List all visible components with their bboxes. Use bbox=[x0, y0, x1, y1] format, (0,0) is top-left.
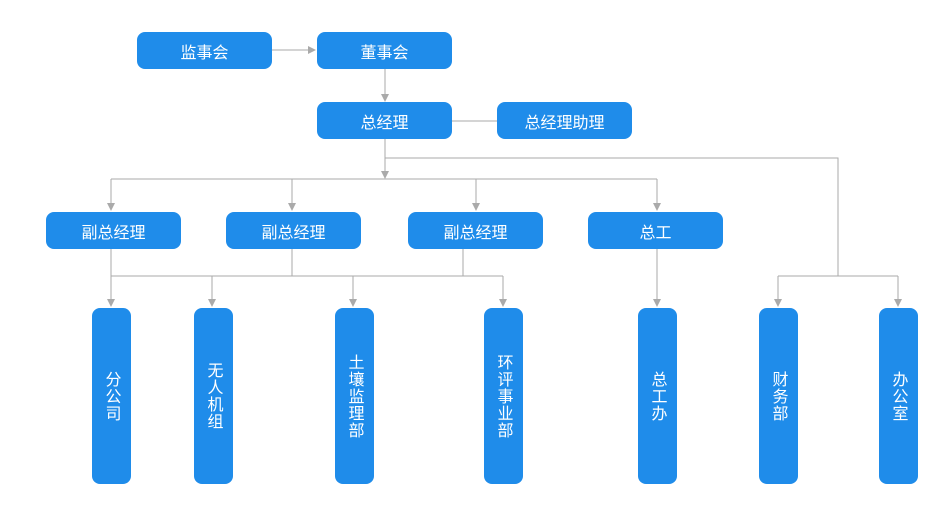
node-gm-assistant: 总经理助理 bbox=[497, 102, 632, 139]
node-eia-department: 环评事业部 bbox=[484, 308, 523, 484]
node-soil-supervision: 土壤监理部 bbox=[335, 308, 374, 484]
node-uav-unit: 无人机组 bbox=[194, 308, 233, 484]
node-deputy-gm-3: 副总经理 bbox=[408, 212, 543, 249]
node-general-office: 办公室 bbox=[879, 308, 918, 484]
node-finance-department: 财务部 bbox=[759, 308, 798, 484]
node-supervisory-board: 监事会 bbox=[137, 32, 272, 69]
node-chief-engineer-office: 总工办 bbox=[638, 308, 677, 484]
node-deputy-gm-1: 副总经理 bbox=[46, 212, 181, 249]
node-general-manager: 总经理 bbox=[317, 102, 452, 139]
edge-gm-to-right-branch bbox=[385, 157, 839, 276]
node-chief-engineer: 总工 bbox=[588, 212, 723, 249]
node-branch-company: 分公司 bbox=[92, 308, 131, 484]
node-board-of-directors: 董事会 bbox=[317, 32, 452, 69]
node-deputy-gm-2: 副总经理 bbox=[226, 212, 361, 249]
